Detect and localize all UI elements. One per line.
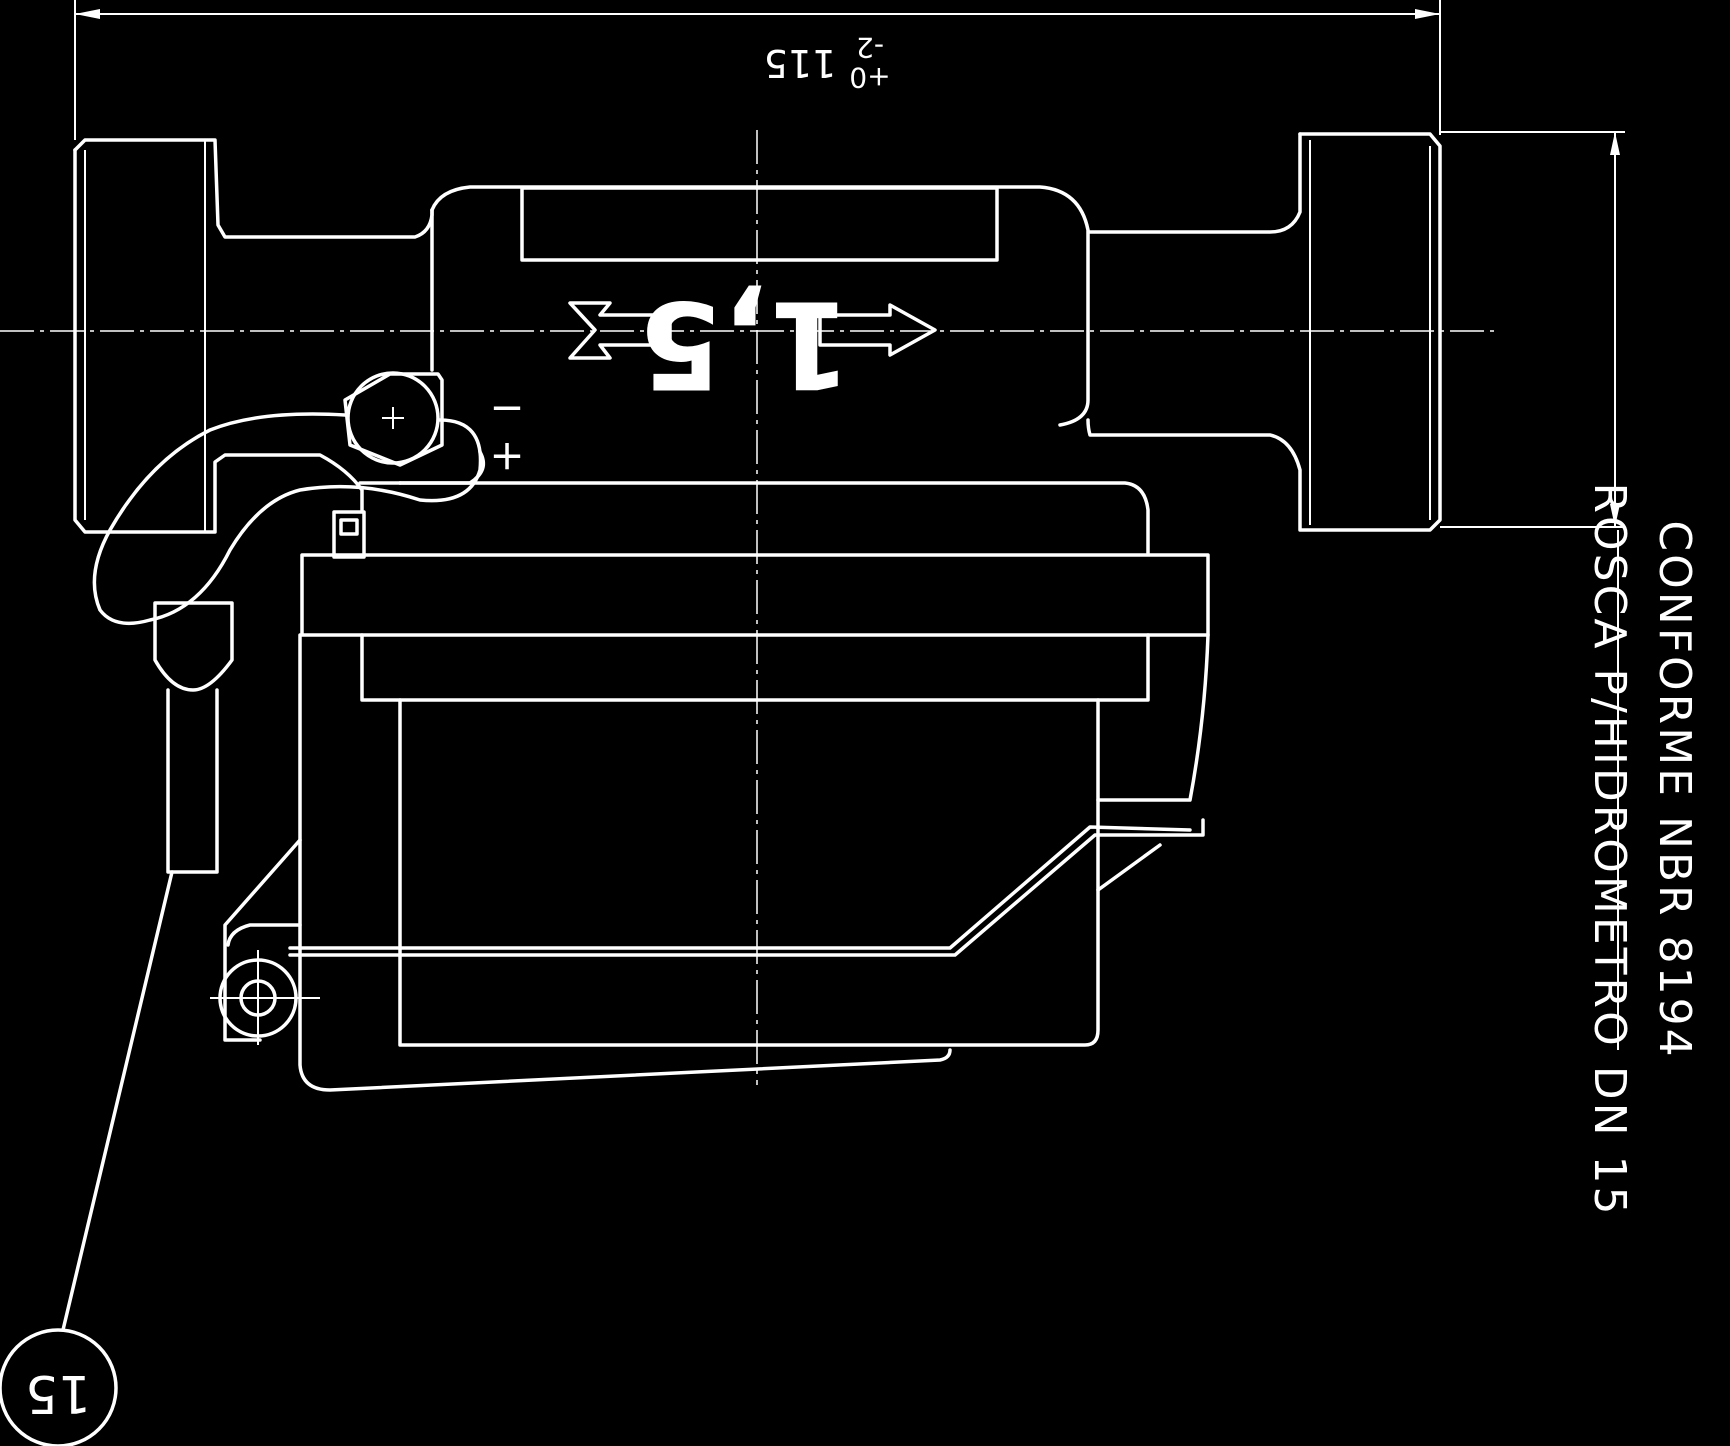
meter-body: [358, 185, 1150, 555]
flow-rate-marking: 1,5: [639, 273, 852, 412]
callout-number: 15: [25, 1363, 91, 1423]
height-dimension: [1440, 131, 1625, 528]
tolerance-lower: -2: [856, 31, 884, 64]
flow-arrow-right: [818, 303, 937, 357]
callout-balloon: [0, 1328, 118, 1446]
flow-arrow-left: [568, 301, 672, 360]
polarity-plus: +: [489, 433, 524, 482]
right-end-connector: [1086, 132, 1442, 532]
dimension-value: 115: [764, 41, 837, 85]
register-housing: [298, 553, 1210, 1092]
thread-note-line1: ROSCA P/HIDROMETRO DN 15: [1584, 482, 1635, 1217]
thread-note-line2: CONFORME NBR 8194: [1649, 520, 1700, 1059]
seal-block: [332, 510, 366, 559]
polarity-minus: −: [489, 385, 524, 434]
left-end-connector: [73, 138, 434, 534]
callout-leader: [61, 870, 174, 1332]
hinge: [210, 950, 320, 1045]
seal-wire: [92, 412, 483, 626]
overall-dimension: 115 -2 +0: [74, 0, 1441, 140]
lid-cover: [223, 818, 1205, 1042]
top-recess: [520, 186, 999, 262]
tolerance-upper: +0: [849, 61, 890, 94]
seal-plug: [153, 601, 234, 874]
seal-hex-nut: [343, 371, 444, 467]
